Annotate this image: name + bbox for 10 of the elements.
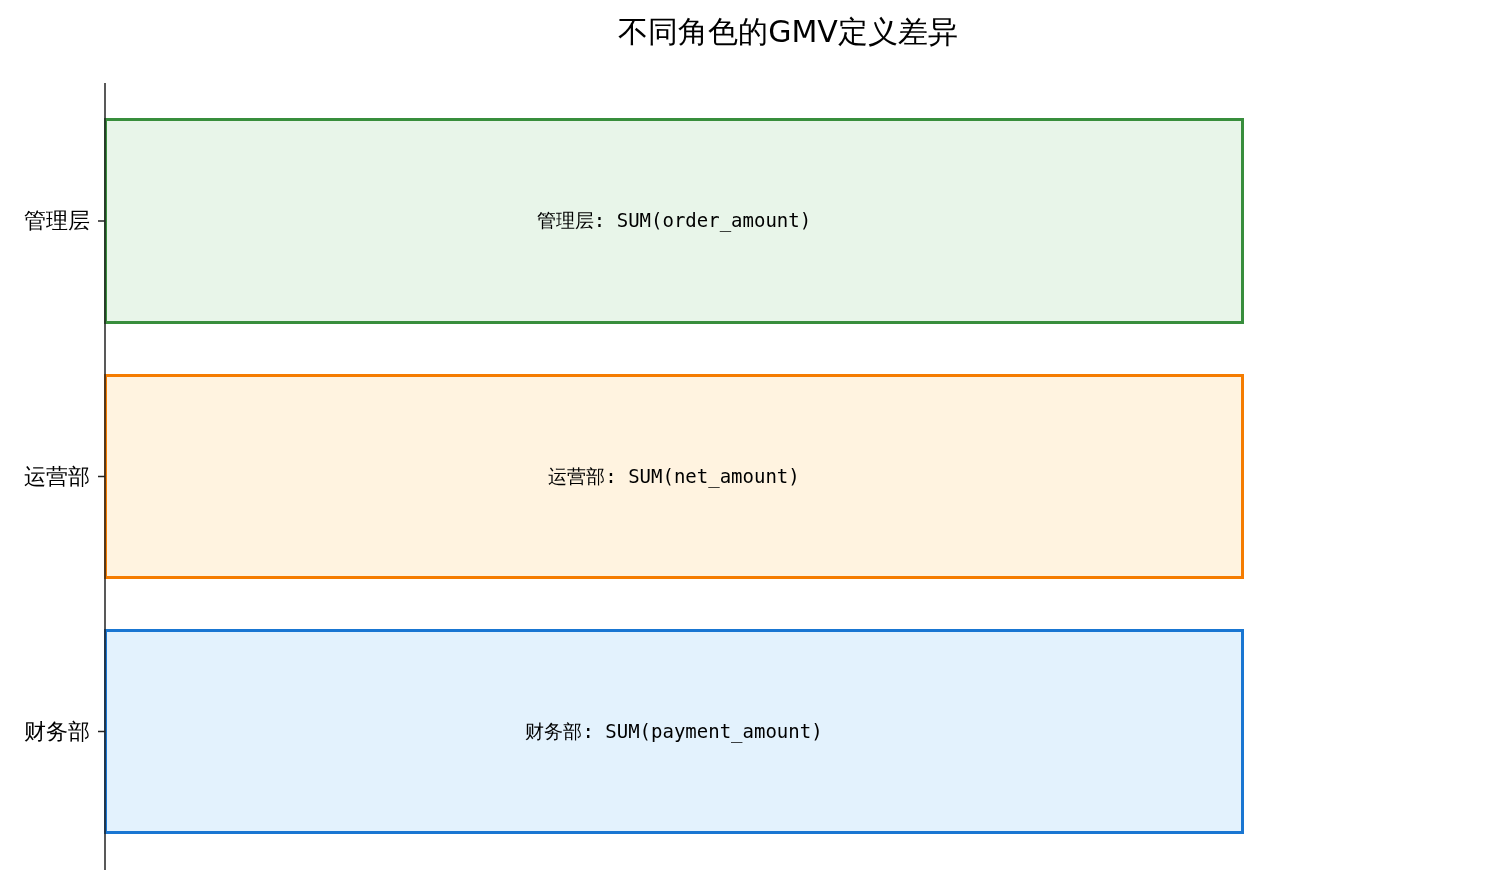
definition-text: 运营部: SUM(net_amount) [548,463,800,490]
axis-tick-label: 管理层 [24,207,90,235]
axis-tick-label: 运营部 [24,462,90,491]
role-bar [104,374,1244,579]
definition-text: 管理层: SUM(order_amount) [536,208,812,234]
definition-text: 财务部: SUM(payment_amount) [525,718,823,745]
role-bar [104,629,1244,834]
axis-tick-label: 财务部 [24,717,90,746]
role-bar [104,118,1244,324]
chart-title: 不同角色的GMV定义差异 [617,13,959,51]
